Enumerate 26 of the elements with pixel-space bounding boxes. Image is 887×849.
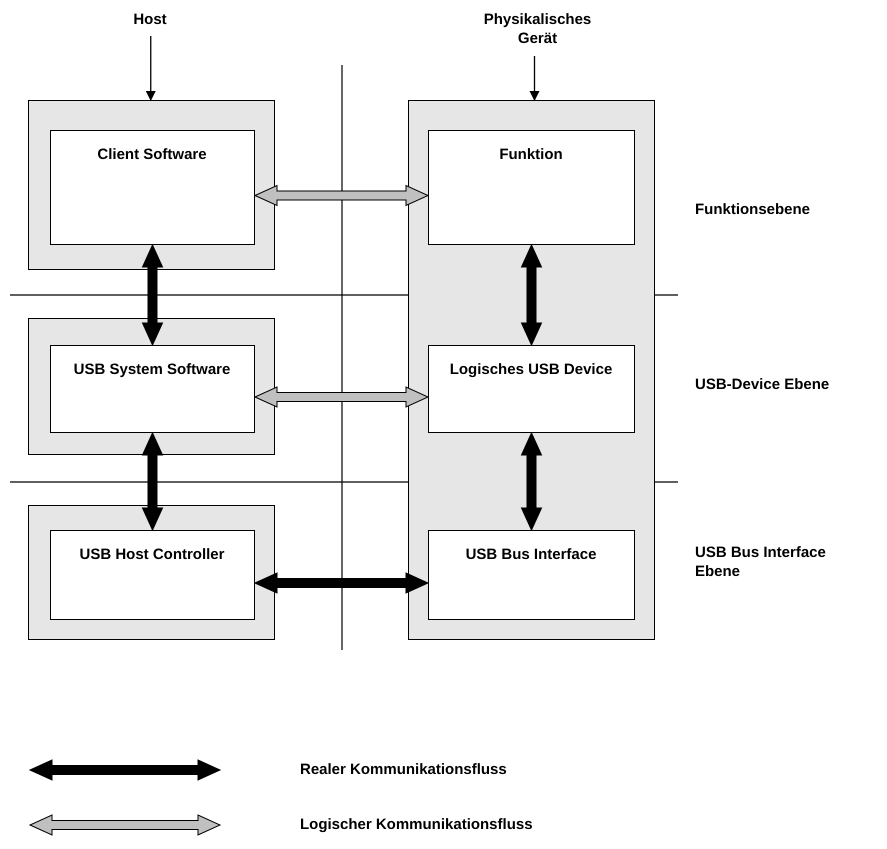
layer-box: Funktion — [428, 130, 634, 244]
layer-box: USB Host Controller — [50, 530, 254, 620]
layer-label: USB-Device Ebene — [695, 375, 830, 394]
panel-box — [408, 100, 655, 640]
layer-label: USB Bus Interface Ebene — [695, 543, 827, 581]
arrow — [530, 56, 540, 101]
legend-text: Logischer Kommunikationsfluss — [300, 815, 533, 834]
double-arrow — [520, 432, 542, 532]
double-arrow — [254, 184, 430, 206]
double-arrow — [520, 244, 542, 346]
layer-box: USB System Software — [50, 344, 254, 432]
panel-box — [28, 100, 275, 270]
layer-box: Client Software — [50, 130, 254, 244]
column-heading: Host — [110, 10, 190, 34]
column-heading: Physikalisches Gerät — [470, 10, 605, 54]
double-arrow — [254, 572, 430, 594]
double-arrow — [254, 386, 430, 408]
double-arrow — [142, 432, 164, 532]
layer-box: Logisches USB Device — [428, 344, 634, 432]
panel-box — [28, 318, 275, 455]
layer-label: Funktionsebene — [695, 200, 812, 219]
arrow — [146, 36, 156, 101]
double-arrow — [142, 244, 164, 346]
panel-box — [28, 505, 275, 640]
layer-box: USB Bus Interface — [428, 530, 634, 620]
legend-text: Realer Kommunikationsfluss — [300, 760, 507, 779]
